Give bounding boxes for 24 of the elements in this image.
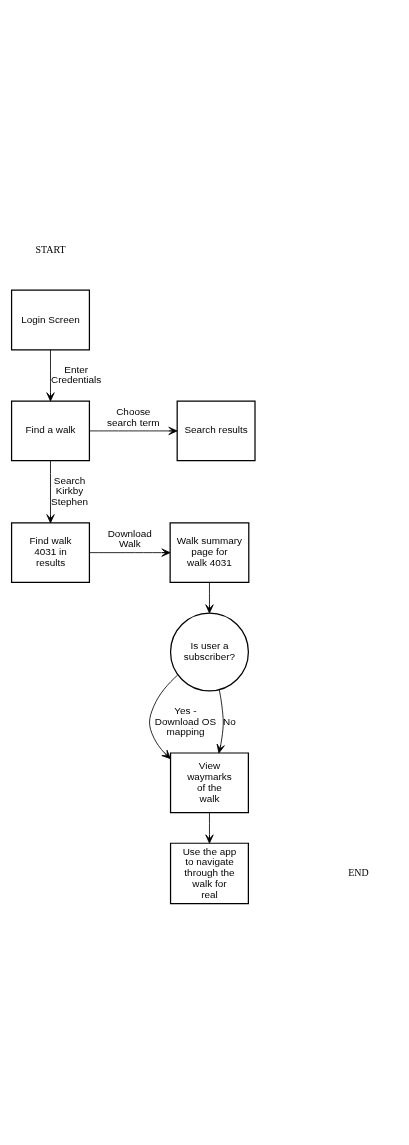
arrow (205, 582, 214, 614)
edge-label: Yes - Download OS mapping (154, 704, 217, 738)
arrow (216, 689, 225, 754)
node-box: View waymarks of the walk (169, 752, 249, 814)
edge-label: No (223, 715, 236, 727)
node-box: Find walk 4031 in results (10, 522, 91, 584)
node-box: Search results (176, 400, 256, 462)
arrow (205, 812, 214, 844)
edge-label: Search Kirkby Stephen (51, 474, 89, 508)
node-box: Login Screen (10, 289, 91, 351)
edge-label: Choose search term (107, 405, 160, 428)
label: END (348, 867, 369, 879)
arrow (46, 460, 55, 524)
arrow (46, 349, 55, 402)
node-box: Use the app to navigate through the walk for real (169, 842, 249, 905)
node-circle: Is user a subscriber? (169, 612, 249, 692)
arrow (89, 548, 171, 557)
arrow (89, 426, 178, 436)
node-box: Find a walk (10, 400, 91, 462)
edge-label: Enter Credentials (51, 363, 102, 386)
label: START (35, 243, 66, 255)
arrow (149, 674, 179, 760)
node-box: Walk summary page for walk 4031 (169, 522, 250, 584)
edge-label: Download Walk (107, 527, 152, 550)
